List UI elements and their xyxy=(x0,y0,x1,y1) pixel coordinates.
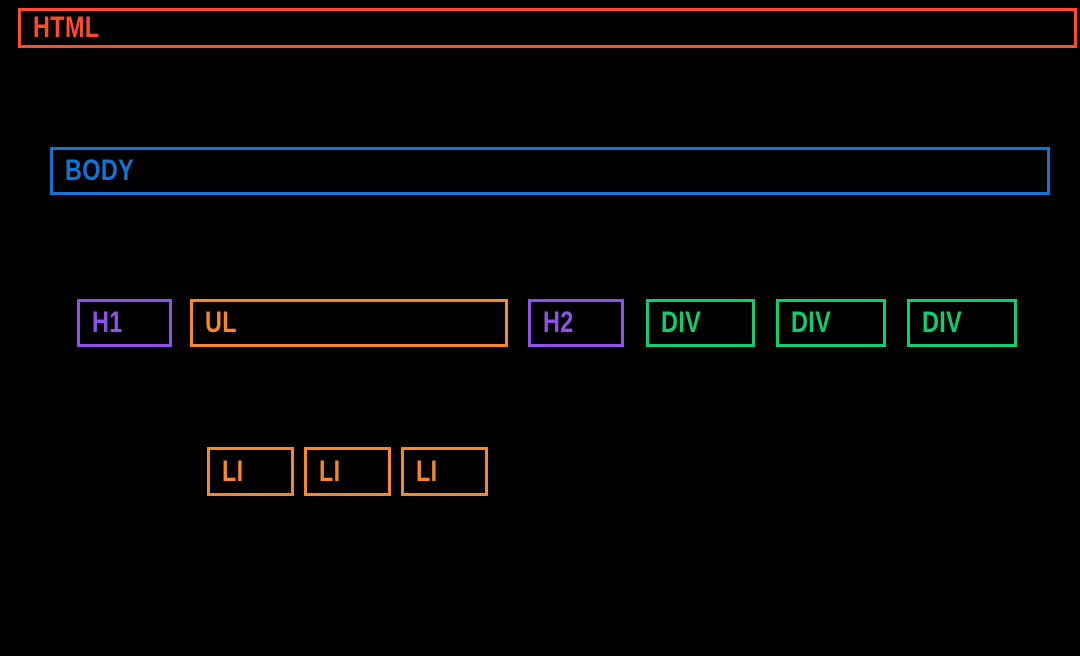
node-label: LI xyxy=(319,454,341,488)
node-html: HTML xyxy=(18,8,1077,48)
node-label: LI xyxy=(416,454,438,488)
node-li-1: LI xyxy=(207,447,294,496)
node-div-3: DIV xyxy=(907,299,1017,347)
node-label: H2 xyxy=(543,306,574,339)
node-label: DIV xyxy=(922,306,963,339)
node-h2: H2 xyxy=(528,299,624,347)
node-li-2: LI xyxy=(304,447,391,496)
node-div-2: DIV xyxy=(776,299,886,347)
node-label: H1 xyxy=(92,306,123,339)
node-label: DIV xyxy=(791,306,832,339)
node-label: HTML xyxy=(33,11,100,44)
node-h1: H1 xyxy=(77,299,172,347)
node-label: UL xyxy=(205,306,237,339)
node-ul: UL xyxy=(190,299,508,347)
node-body: BODY xyxy=(50,147,1050,195)
node-label: DIV xyxy=(661,306,702,339)
node-li-3: LI xyxy=(401,447,488,496)
node-label: BODY xyxy=(65,154,135,187)
node-div-1: DIV xyxy=(646,299,755,347)
node-label: LI xyxy=(222,454,244,488)
